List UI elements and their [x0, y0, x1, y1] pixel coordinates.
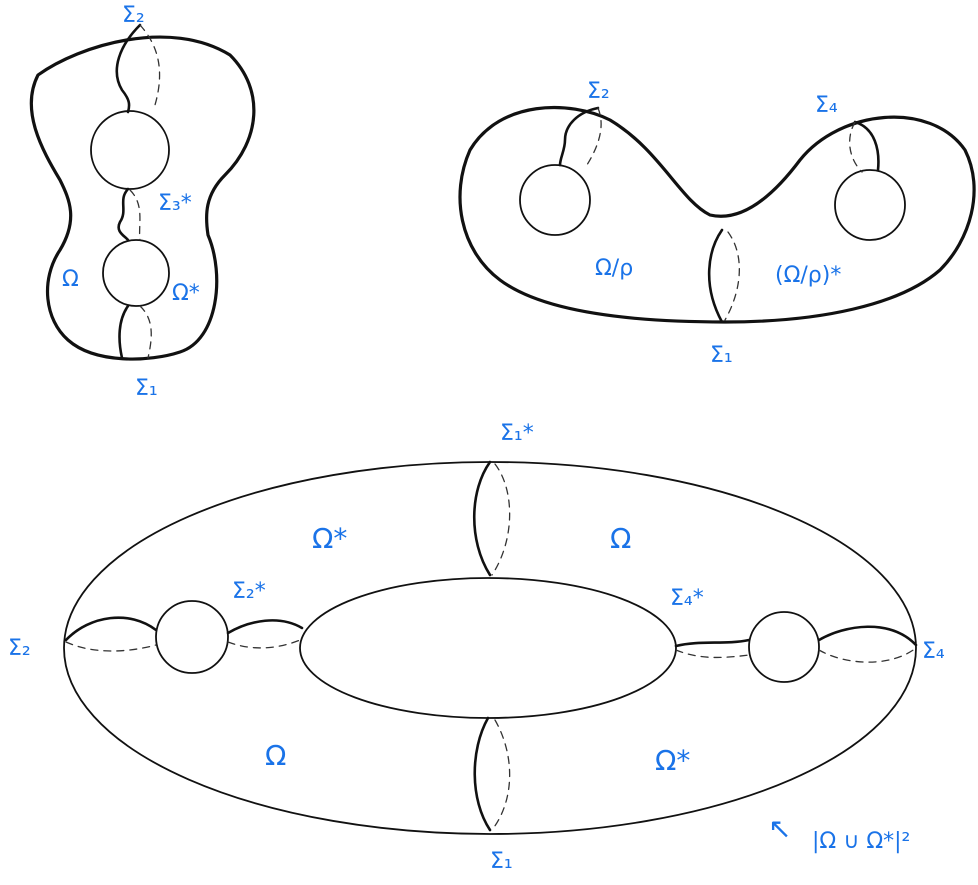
top-left-seam-bottom	[118, 304, 130, 360]
torus-sigma-bottom: Σ₁	[490, 849, 513, 874]
top-right-seam-left-back	[584, 107, 602, 169]
torus-seam-bottom	[473, 716, 492, 832]
top-left-seam-top-back	[139, 24, 161, 106]
torus-seam-left-outer	[64, 616, 158, 642]
torus-sigma-left-star: Σ₂*	[232, 579, 266, 604]
torus-inner-hole	[299, 577, 677, 719]
top-right-outline	[458, 105, 976, 324]
torus-region-top-left: Ω*	[312, 522, 347, 555]
torus-seam-bottom-back	[491, 719, 511, 831]
torus-seam-left-inner-back	[227, 639, 301, 649]
top-right-seam-left	[558, 106, 600, 167]
top-left-seam-bottom-back	[139, 305, 152, 359]
torus-sigma-right: Σ₄	[922, 639, 945, 664]
top-left-surface: Σ₂ Σ₃* Σ₁ Ω Ω*	[29, 3, 256, 401]
bottom-torus: Σ₁* Σ₂ Σ₂* Σ₄* Σ₄ Σ₁ Ω* Ω Ω Ω* ↖ |Ω ∪ Ω*…	[8, 421, 945, 874]
top-left-seam-mid-back	[129, 189, 141, 241]
torus-seam-right-outer	[817, 625, 918, 647]
torus-seam-top-back	[491, 463, 511, 576]
torus-region-bottom-right: Ω*	[655, 744, 690, 777]
top-right-region-right: (Ω/ρ)*	[775, 263, 841, 288]
torus-sigma-left: Σ₂	[8, 636, 31, 661]
top-right-seam-bottom	[707, 228, 724, 324]
torus-seam-left-outer-back	[65, 641, 157, 652]
torus-seam-right-inner	[674, 638, 751, 648]
top-right-sigma-right: Σ₄	[815, 93, 838, 118]
top-right-region-left: Ω/ρ	[595, 256, 633, 281]
torus-sigma-right-star: Σ₄*	[670, 586, 704, 611]
torus-left-handle-hole	[155, 600, 229, 674]
top-left-sigma-top: Σ₂	[122, 3, 145, 28]
torus-annotation: |Ω ∪ Ω*|²	[812, 829, 910, 854]
top-left-seam-top	[115, 23, 142, 114]
torus-seam-top	[472, 460, 492, 577]
torus-outer-boundary	[63, 461, 917, 835]
top-right-seam-right	[853, 120, 880, 172]
top-left-outline	[29, 35, 256, 361]
top-right-seam-right-back	[849, 121, 863, 173]
torus-annotation-arrow: ↖	[768, 812, 791, 845]
top-left-region-left: Ω	[62, 267, 79, 292]
torus-region-bottom-left: Ω	[265, 739, 286, 772]
top-left-upper-hole	[90, 110, 170, 190]
torus-sigma-top: Σ₁*	[500, 421, 534, 446]
torus-right-handle-hole	[748, 611, 820, 683]
torus-seam-right-inner-back	[675, 649, 750, 659]
top-left-region-right: Ω*	[172, 281, 200, 306]
torus-seam-left-inner	[226, 619, 304, 635]
top-left-lower-hole	[102, 239, 170, 307]
top-right-seam-bottom-back	[724, 231, 740, 321]
top-left-sigma-bottom: Σ₁	[135, 376, 158, 401]
torus-region-top-right: Ω	[610, 522, 631, 555]
top-right-sigma-left: Σ₂	[587, 79, 610, 104]
top-right-surface: Σ₂ Σ₄ Σ₁ Ω/ρ (Ω/ρ)*	[458, 79, 976, 368]
top-right-left-hole	[519, 164, 591, 236]
top-left-seam-mid	[117, 187, 130, 242]
torus-seam-right-outer-back	[818, 647, 917, 663]
top-right-sigma-bottom: Σ₁	[710, 343, 733, 368]
top-right-right-hole	[834, 169, 906, 241]
top-left-sigma-mid: Σ₃*	[158, 191, 192, 216]
